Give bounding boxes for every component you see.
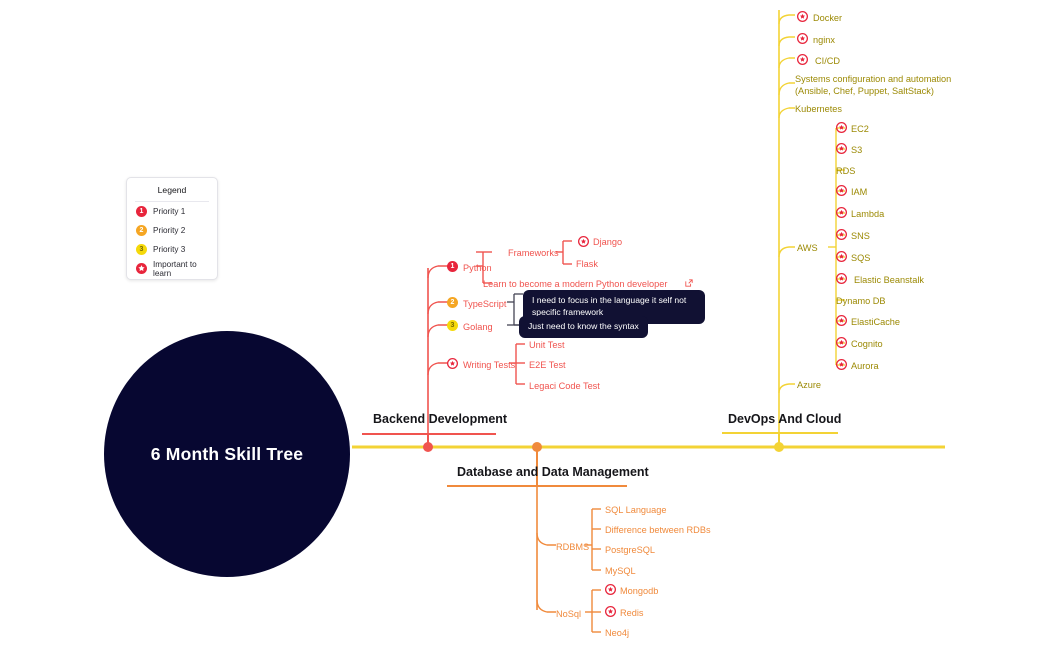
external-link-icon[interactable] bbox=[685, 279, 693, 287]
node-rds[interactable]: RDS bbox=[836, 166, 856, 176]
priority-3-badge-icon: 3 bbox=[447, 320, 458, 331]
node-postgresql[interactable]: PostgreSQL bbox=[605, 545, 656, 555]
important-star-icon bbox=[605, 606, 616, 617]
priority-2-badge-icon: 2 bbox=[447, 297, 458, 308]
node-docker[interactable]: Docker bbox=[813, 13, 843, 23]
priority-1-badge-icon: 1 bbox=[447, 261, 458, 272]
node-cicd[interactable]: CI/CD bbox=[815, 56, 841, 66]
node-unit-test[interactable]: Unit Test bbox=[529, 340, 565, 350]
star-badge-icon bbox=[136, 263, 147, 274]
important-star-icon bbox=[797, 11, 808, 22]
important-star-icon bbox=[836, 143, 847, 154]
important-star-icon bbox=[836, 359, 847, 370]
priority-3-badge-icon: 3 bbox=[136, 244, 147, 255]
node-mongodb[interactable]: Mongodb bbox=[620, 586, 659, 596]
node-dynamodb[interactable]: Dynamo DB bbox=[836, 296, 886, 306]
important-star-icon bbox=[447, 358, 458, 369]
legend-item-important: Important to learn bbox=[127, 259, 217, 278]
node-ec2[interactable]: EC2 bbox=[851, 124, 869, 134]
node-iam[interactable]: IAM bbox=[851, 187, 868, 197]
node-nosql[interactable]: NoSql bbox=[556, 609, 582, 619]
important-star-icon bbox=[836, 273, 847, 284]
node-difference-rdbs[interactable]: Difference between RDBs bbox=[605, 525, 711, 535]
important-star-icon bbox=[578, 236, 589, 247]
node-elasticache[interactable]: ElastiCache bbox=[851, 317, 901, 327]
center-node-label: 6 Month Skill Tree bbox=[150, 443, 304, 464]
node-s3[interactable]: S3 bbox=[851, 145, 863, 155]
important-star-icon bbox=[836, 122, 847, 133]
important-star-icon bbox=[836, 337, 847, 348]
node-mysql[interactable]: MySQL bbox=[605, 566, 636, 576]
important-star-icon bbox=[836, 315, 847, 326]
node-legacy-code-test[interactable]: Legaci Code Test bbox=[529, 381, 600, 391]
node-neo4j[interactable]: Neo4j bbox=[605, 628, 630, 638]
important-star-icon bbox=[797, 54, 808, 65]
node-aws[interactable]: AWS bbox=[797, 243, 818, 253]
node-kubernetes[interactable]: Kubernetes bbox=[795, 104, 842, 114]
tooltip-golang: Just need to know the syntax bbox=[519, 316, 648, 338]
legend-item-priority-3: 3 Priority 3 bbox=[127, 240, 217, 259]
node-e2e-test[interactable]: E2E Test bbox=[529, 360, 566, 370]
node-sqs[interactable]: SQS bbox=[851, 253, 871, 263]
node-azure[interactable]: Azure bbox=[797, 380, 822, 390]
node-lambda[interactable]: Lambda bbox=[851, 209, 885, 219]
important-star-icon bbox=[605, 584, 616, 595]
node-frameworks[interactable]: Frameworks bbox=[508, 248, 559, 258]
node-elastic-beanstalk[interactable]: Elastic Beanstalk bbox=[854, 275, 924, 285]
legend-item-label: Important to learn bbox=[153, 259, 197, 278]
center-node[interactable]: 6 Month Skill Tree bbox=[104, 331, 350, 577]
legend-panel: Legend 1 Priority 1 2 Priority 2 3 Prior… bbox=[126, 177, 218, 280]
important-star-icon bbox=[797, 33, 808, 44]
node-sql-language[interactable]: SQL Language bbox=[605, 505, 667, 515]
node-cognito[interactable]: Cognito bbox=[851, 339, 883, 349]
priority-1-badge-icon: 1 bbox=[136, 206, 147, 217]
legend-item-label: Priority 2 bbox=[153, 226, 186, 235]
section-title-devops[interactable]: DevOps And Cloud bbox=[728, 412, 842, 426]
legend-divider bbox=[135, 201, 209, 202]
important-star-icon bbox=[836, 251, 847, 262]
node-flask[interactable]: Flask bbox=[576, 259, 598, 269]
node-sns[interactable]: SNS bbox=[851, 231, 870, 241]
node-typescript[interactable]: TypeScript bbox=[463, 299, 507, 309]
node-writing-tests[interactable]: Writing Tests bbox=[463, 360, 516, 370]
node-aurora[interactable]: Aurora bbox=[851, 361, 879, 371]
node-golang[interactable]: Golang bbox=[463, 322, 493, 332]
section-title-database[interactable]: Database and Data Management bbox=[457, 465, 649, 479]
priority-2-badge-icon: 2 bbox=[136, 225, 147, 236]
node-systems-configuration[interactable]: Systems configuration and automation (An… bbox=[795, 74, 952, 97]
important-star-icon bbox=[836, 229, 847, 240]
legend-item-priority-2: 2 Priority 2 bbox=[127, 221, 217, 240]
node-nginx[interactable]: nginx bbox=[813, 35, 835, 45]
node-learn-python-link[interactable]: Learn to become a modern Python develope… bbox=[483, 279, 668, 289]
section-title-backend[interactable]: Backend Development bbox=[373, 412, 508, 426]
legend-item-priority-1: 1 Priority 1 bbox=[127, 202, 217, 221]
legend-title: Legend bbox=[157, 185, 187, 195]
legend-item-label: Priority 1 bbox=[153, 207, 186, 216]
important-star-icon bbox=[836, 207, 847, 218]
node-django[interactable]: Django bbox=[593, 237, 623, 247]
node-redis[interactable]: Redis bbox=[620, 608, 644, 618]
important-star-icon bbox=[836, 185, 847, 196]
legend-item-label: Priority 3 bbox=[153, 245, 186, 254]
node-python[interactable]: Python bbox=[463, 263, 492, 273]
node-rdbms[interactable]: RDBMS bbox=[556, 542, 590, 552]
